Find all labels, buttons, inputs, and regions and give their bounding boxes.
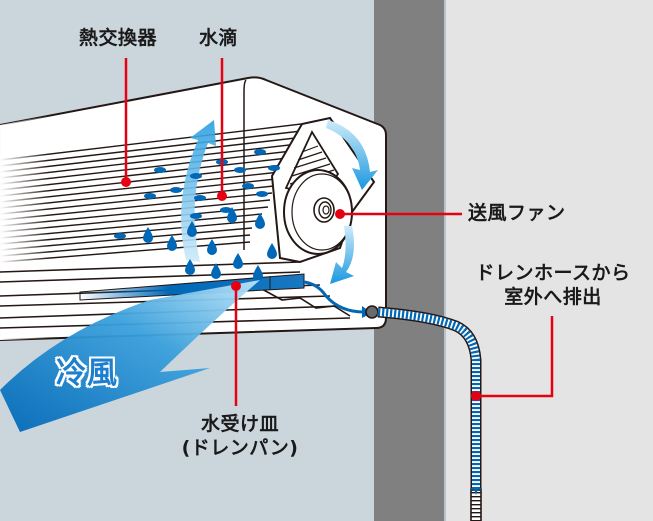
marker-heat-exchanger: [121, 177, 131, 187]
water-droplet: [114, 233, 126, 239]
water-droplet: [190, 213, 202, 219]
label-cool-air: 冷風: [56, 356, 118, 391]
label-drain-hose-line1: ドレンホースから: [475, 262, 631, 284]
leader-drain-hose: [476, 316, 554, 398]
water-droplet: [167, 235, 177, 251]
label-drain-pan-line2: (ドレンパン): [181, 436, 299, 459]
water-droplet: [154, 167, 166, 173]
water-droplet: [143, 227, 153, 243]
water-droplet: [227, 207, 237, 223]
drain-outlet: [365, 305, 379, 319]
water-droplet: [194, 195, 206, 201]
marker-water-droplets: [217, 191, 227, 201]
label-drain-hose: ドレンホースから 室外へ排出: [458, 262, 648, 310]
label-blower-fan: 送風ファン: [468, 202, 566, 224]
water-droplet: [254, 149, 266, 155]
marker-drain-pan: [231, 281, 241, 291]
water-droplet: [144, 193, 156, 199]
water-droplet: [211, 263, 221, 279]
water-droplet: [268, 165, 280, 171]
air-conditioner-unit: [0, 76, 387, 342]
water-droplet: [185, 259, 195, 275]
water-droplet: [170, 187, 182, 193]
marker-blower-fan: [335, 209, 345, 219]
label-drain-pan-line1: 水受け皿: [200, 413, 279, 435]
drain-pan: [79, 273, 305, 301]
water-droplet: [253, 265, 263, 281]
label-heat-exchanger: 熱交換器: [79, 27, 158, 49]
fan-airflow-arrow-bottom: [330, 226, 354, 284]
water-droplet: [267, 243, 277, 259]
blower-fan: [270, 116, 376, 264]
water-droplet: [220, 207, 232, 213]
cool-air-stream: [0, 280, 260, 432]
label-water-droplets: 水滴: [199, 27, 239, 49]
wall-edge: [444, 0, 446, 521]
marker-drain-hose: [471, 391, 481, 401]
water-droplet: [242, 183, 254, 189]
label-drain-pan: 水受け皿 (ドレンパン): [160, 413, 320, 461]
water-droplet: [234, 167, 246, 173]
water-droplet: [187, 221, 197, 237]
label-drain-hose-line2: 室外へ排出: [504, 285, 602, 308]
fan-airflow-arrow-top: [326, 120, 378, 190]
water-droplet: [207, 239, 217, 255]
water-droplets: [114, 149, 280, 281]
leader-lines: [124, 58, 554, 406]
water-droplet: [255, 213, 265, 229]
drain-flow-arrow: [303, 280, 365, 314]
water-droplet: [190, 173, 202, 179]
water-droplet: [233, 253, 243, 269]
drain-hose: [377, 306, 482, 521]
water-droplet: [256, 191, 268, 197]
